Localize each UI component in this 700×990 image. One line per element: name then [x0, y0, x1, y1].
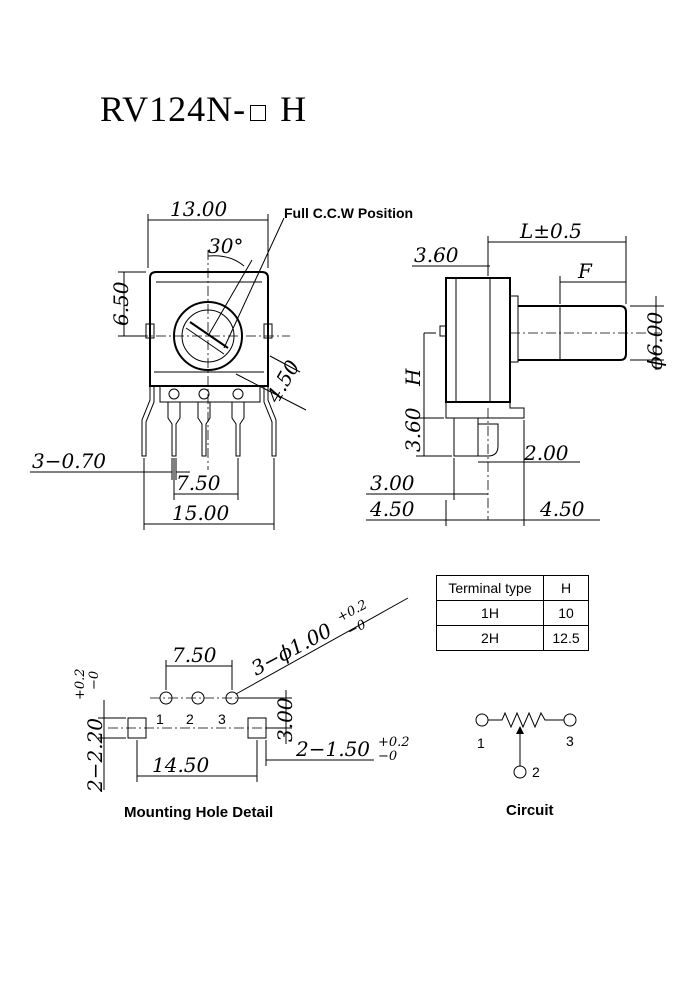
dim-length: L±0.5	[519, 219, 582, 243]
mounting-caption: Mounting Hole Detail	[124, 804, 274, 821]
dim-pitch: 7.50	[176, 471, 221, 495]
table-header: H	[543, 575, 589, 601]
dim-diameter: ϕ6.00	[643, 312, 667, 370]
terminal-2	[513, 765, 527, 779]
slot-left	[127, 717, 147, 739]
circuit-symbol: 1 3 2	[475, 711, 577, 780]
table-cell: 10	[543, 600, 589, 626]
dim-width-top: 13.00	[170, 197, 228, 221]
dim-offset-top: 3.60	[414, 243, 459, 267]
wiper-arrow-icon	[516, 726, 524, 734]
dim-pins: 3−0.70	[32, 449, 106, 473]
mount-slots-tol-minus: −0	[378, 749, 397, 764]
mount-span: 14.50	[152, 753, 210, 777]
table-cell: 12.5	[543, 625, 589, 651]
dim-width-bottom: 15.00	[172, 501, 230, 525]
circuit-label-3: 3	[566, 733, 574, 749]
mount-holes: 3−ϕ1.00	[247, 618, 336, 680]
dim-offset-bottom: 3.60	[401, 407, 425, 452]
mount-pitch: 7.50	[172, 643, 217, 667]
model-suffix: H	[280, 89, 308, 129]
pin-label-3: 3	[218, 711, 226, 727]
side-view: L±0.5 3.60 F ϕ6.00 H 3.60 2.00 3.00	[366, 219, 667, 526]
table-cell: 1H	[436, 600, 544, 626]
dim-450-left: 4.50	[369, 497, 415, 521]
mount-offset: 3.00	[273, 697, 297, 742]
terminal-table: Terminal type H 1H 10 2H 12.5	[436, 575, 589, 651]
front-body	[149, 271, 269, 387]
dim-450-right: 4.50	[539, 497, 585, 521]
mount-slots-tol-plus: +0.2	[378, 735, 410, 750]
dim-200: 2.00	[523, 441, 569, 465]
dim-height-left: 6.50	[109, 281, 133, 326]
dim-angle: 30°	[208, 234, 243, 258]
dim-flat: F	[577, 259, 593, 283]
model-text: RV124N-	[100, 89, 247, 129]
circuit-label-2: 2	[532, 764, 540, 780]
mount-width-tol-minus: −0	[87, 671, 102, 690]
mounting-hole-detail: 1 2 3 7.50 3−ϕ1.00 +0.2 −0 3.00 2−2.20 +…	[73, 597, 410, 793]
page-title: RV124N- H	[100, 88, 307, 130]
pin-label-2: 2	[186, 711, 194, 727]
resistor-zigzag	[488, 711, 564, 729]
terminal-3	[563, 713, 577, 727]
front-tab-right	[263, 323, 273, 339]
dim-300: 3.00	[370, 471, 415, 495]
circuit-label-1: 1	[477, 735, 485, 751]
table-row: 2H 12.5	[436, 625, 589, 651]
table-header-row: Terminal type H	[436, 575, 589, 601]
circuit-caption: Circuit	[506, 802, 554, 819]
table-cell: 2H	[436, 625, 544, 651]
terminal-1	[475, 713, 489, 727]
ccw-label: Full C.C.W Position	[284, 205, 413, 221]
variant-box-icon	[250, 104, 267, 121]
front-view: 13.00 30° Full C.C.W Position 6.50 4.50 …	[30, 197, 413, 530]
table-row: 1H 10	[436, 600, 589, 626]
front-tab-left	[145, 323, 155, 339]
mount-width-tol-plus: +0.2	[73, 668, 88, 700]
mount-width-left: 2−2.20	[83, 718, 107, 793]
dim-height: H	[401, 368, 425, 387]
table-header: Terminal type	[436, 575, 544, 601]
pin-label-1: 1	[156, 711, 164, 727]
mount-slots: 2−1.50	[295, 737, 370, 761]
